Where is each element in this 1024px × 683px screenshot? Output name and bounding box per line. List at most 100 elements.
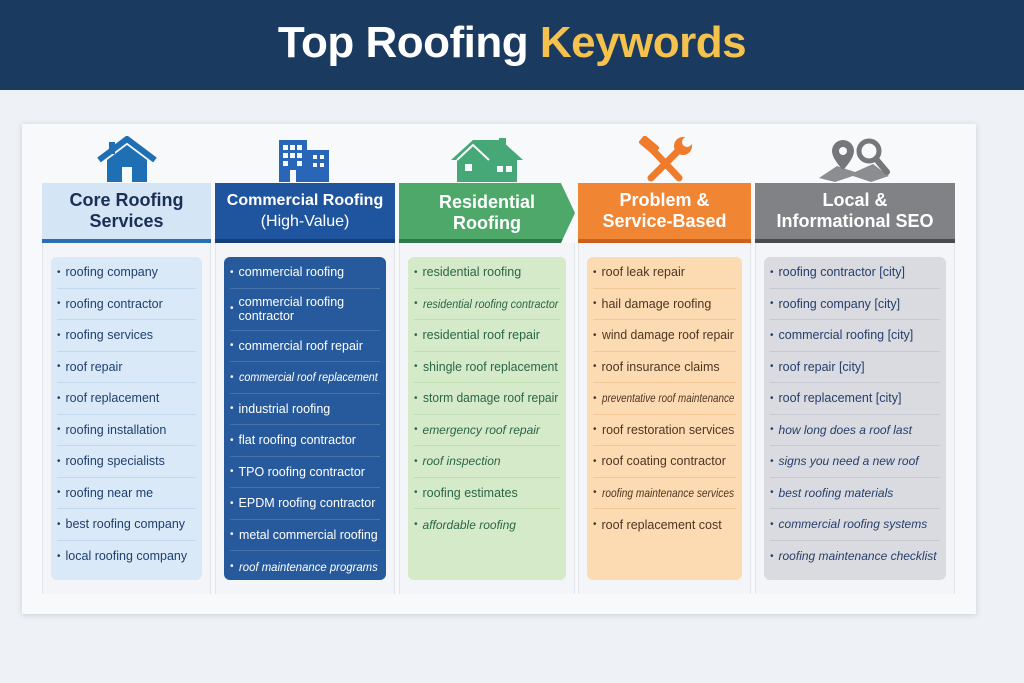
keyword-item: •preventative roof maintenance bbox=[593, 383, 736, 415]
title-banner: Top Roofing Keywords bbox=[0, 0, 1024, 90]
keyword-item: •signs you need a new roof bbox=[770, 446, 940, 478]
keyword-text: residential roofing contractor bbox=[422, 296, 558, 311]
bullet-icon: • bbox=[414, 298, 418, 310]
bullet-icon: • bbox=[57, 518, 61, 530]
keyword-text: emergency roof repair bbox=[422, 422, 540, 437]
keyword-text: roofing maintenance checklist bbox=[778, 549, 937, 564]
keyword-text: roof replacement cost bbox=[601, 517, 722, 532]
keyword-item: •roofing maintenance services bbox=[593, 478, 736, 509]
column-body: •residential roofing•residential roofing… bbox=[399, 243, 575, 594]
bullet-icon: • bbox=[593, 519, 597, 531]
keyword-item: •residential roofing bbox=[414, 257, 560, 289]
keyword-item: •EPDM roofing contractor bbox=[230, 488, 380, 520]
bullet-icon: • bbox=[230, 529, 234, 541]
keyword-text: roof inspection bbox=[422, 454, 501, 469]
keyword-text: roofing estimates bbox=[422, 485, 518, 500]
keyword-text: roof maintenance programs bbox=[238, 559, 378, 574]
header-line: Local & bbox=[822, 190, 888, 210]
bullet-icon: • bbox=[414, 266, 418, 278]
bullet-icon: • bbox=[593, 455, 597, 467]
keyword-text: best roofing materials bbox=[778, 485, 894, 500]
header-line: Problem & bbox=[619, 190, 710, 210]
column-body: •roofing company•roofing contractor•roof… bbox=[42, 243, 211, 594]
keyword-text: roof coating contractor bbox=[601, 454, 726, 469]
keyword-item: • roofing near me bbox=[57, 478, 196, 509]
column-local: Local &Informational SEO •roofing contrac… bbox=[755, 124, 955, 594]
bullet-icon: • bbox=[230, 403, 234, 415]
keyword-item: •commercial roof replacement bbox=[230, 362, 380, 394]
header-line: Services bbox=[89, 211, 164, 231]
bullet-icon: • bbox=[593, 424, 597, 436]
keyword-text: best roofing company bbox=[65, 517, 186, 532]
keyword-item: •affordable roofing bbox=[414, 509, 560, 541]
keyword-item: •commercial roof repair bbox=[230, 331, 380, 362]
keyword-item: •roofing specialists bbox=[57, 446, 196, 478]
header-line: Roofing bbox=[453, 213, 521, 233]
keyword-item: •roof inspection bbox=[414, 446, 560, 478]
column-header: Problem &Service-Based bbox=[578, 183, 751, 243]
column-problem: Problem &Service-Based•roof leak repair•… bbox=[578, 124, 751, 594]
home-icon bbox=[399, 136, 575, 184]
keyword-item: •roofing maintenance checklist bbox=[770, 541, 940, 573]
keyword-text: local roofing company bbox=[65, 549, 188, 564]
keyword-item: •roof insurance claims bbox=[593, 352, 736, 383]
keyword-item: •emergency roof repair bbox=[414, 415, 560, 446]
bullet-icon: • bbox=[593, 329, 597, 341]
keyword-text: storm damage roof repair bbox=[422, 391, 558, 406]
keyword-item: • local roofing company bbox=[57, 541, 196, 573]
keyword-text: roof restoration services bbox=[601, 422, 734, 437]
keyword-list: •residential roofing•residential roofing… bbox=[408, 257, 566, 580]
bullet-icon: • bbox=[414, 392, 418, 404]
keyword-item: • roofing installation bbox=[57, 415, 196, 446]
buildings-icon bbox=[215, 136, 395, 184]
keyword-item: •how long does a roof last bbox=[770, 415, 940, 446]
keyword-text: roof insurance claims bbox=[601, 359, 720, 374]
keyword-item: • hail damage roofing bbox=[593, 289, 736, 320]
keyword-text: commercial roof repair bbox=[238, 338, 363, 353]
column-header: Local &Informational SEO bbox=[755, 183, 955, 243]
keyword-item: •best roofing materials bbox=[770, 478, 940, 509]
keyword-item: •roofing contractor [city] bbox=[770, 257, 940, 289]
bullet-icon: • bbox=[593, 487, 597, 499]
bullet-icon: • bbox=[230, 303, 234, 314]
column-header: Commercial Roofing (High-Value) bbox=[215, 183, 395, 243]
bullet-icon: • bbox=[230, 371, 234, 383]
header-line: Core Roofing bbox=[69, 190, 184, 210]
bullet-icon: • bbox=[230, 561, 234, 573]
map-search-icon bbox=[755, 136, 955, 184]
hammer-wrench-icon bbox=[578, 136, 751, 184]
keyword-text: roofing installation bbox=[65, 422, 167, 437]
keyword-text: affordable roofing bbox=[422, 517, 516, 532]
keyword-item: •flat roofing contractor bbox=[230, 425, 380, 457]
keyword-text: wind damage roof repair bbox=[601, 328, 734, 343]
bullet-icon: • bbox=[770, 455, 774, 467]
bullet-icon: • bbox=[57, 266, 61, 278]
bullet-icon: • bbox=[414, 329, 418, 341]
keyword-text: EPDM roofing contractor bbox=[238, 496, 376, 511]
bullet-icon: • bbox=[57, 487, 61, 499]
keyword-text: roofing company bbox=[65, 265, 158, 280]
header-line: (High-Value) bbox=[260, 213, 350, 230]
keyword-text: flat roofing contractor bbox=[238, 433, 356, 448]
keyword-item: •roof repair [city] bbox=[770, 352, 940, 383]
keyword-text: how long does a roof last bbox=[778, 422, 912, 437]
keyword-text: roofing near me bbox=[65, 485, 154, 500]
bullet-icon: • bbox=[57, 550, 61, 562]
keyword-text: industrial roofing bbox=[238, 401, 331, 416]
keyword-item: • roof restoration services bbox=[593, 415, 736, 446]
keyword-item: •roof leak repair bbox=[593, 257, 736, 289]
keyword-text: hail damage roofing bbox=[601, 296, 712, 311]
keyword-item: •commercial roofing [city] bbox=[770, 320, 940, 352]
bullet-icon: • bbox=[593, 298, 597, 310]
keyword-text: commercial roofing [city] bbox=[778, 328, 914, 343]
keyword-item: •commercial roofing contractor bbox=[230, 289, 380, 331]
keyword-item: • best roofing company bbox=[57, 509, 196, 541]
keyword-text: roof repair bbox=[65, 359, 123, 374]
keyword-item: • roof maintenance programs bbox=[230, 551, 380, 583]
keyword-item: •roof repair bbox=[57, 352, 196, 383]
bullet-icon: • bbox=[57, 424, 61, 436]
header-line: Commercial Roofing bbox=[226, 192, 384, 209]
